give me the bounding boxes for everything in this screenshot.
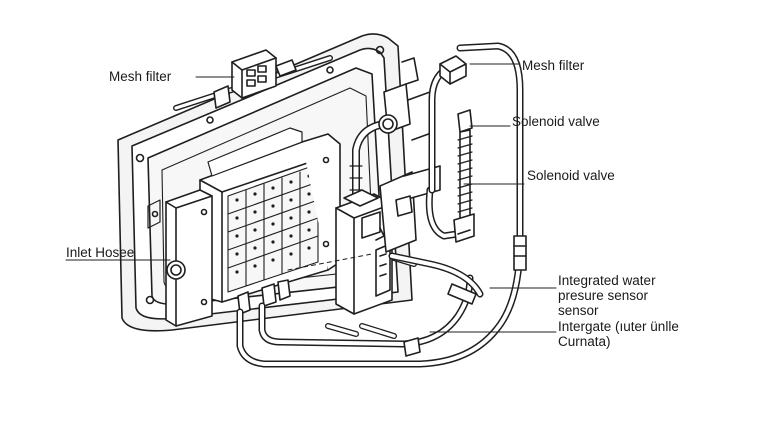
- elbow-pipe: [349, 114, 398, 200]
- label-inlet-hose: Inlet Hosee: [66, 245, 135, 260]
- leader-lines: [65, 63, 557, 333]
- grid-filter-module: [165, 127, 341, 327]
- label-mesh-filter-right: Mesh filter: [522, 58, 585, 73]
- mesh-filter-top-component: [231, 49, 297, 99]
- hose-loop-outer: [236, 42, 524, 368]
- solenoid-valve-body: [335, 189, 393, 315]
- label-integrate-curnata: Intergate (ıuter ünlle Curnata): [558, 319, 679, 349]
- top-right-coupling: [439, 55, 467, 85]
- label-mesh-filter-left: Mesh filter: [109, 69, 172, 84]
- spring-solenoid-valve: [453, 109, 475, 243]
- label-solenoid-valve-lower: Solenoid valve: [527, 168, 615, 183]
- label-solenoid-valve-upper: Solenoid valve: [512, 114, 600, 129]
- bottom-fittings: [237, 279, 291, 315]
- hose-fittings: [403, 235, 527, 357]
- dashed-guide: [287, 253, 373, 271]
- label-pressure-sensor: Integrated water presure sensor sensor: [558, 273, 656, 318]
